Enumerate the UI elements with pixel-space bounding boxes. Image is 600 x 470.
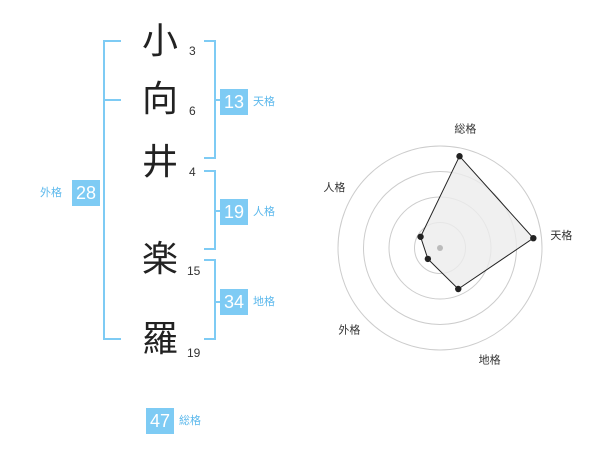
soukaku-score: 47 bbox=[146, 408, 174, 434]
radar-axis-label-3: 地格 bbox=[479, 352, 501, 366]
chikaku-label: 地格 bbox=[253, 295, 275, 308]
gaikaku-score: 28 bbox=[72, 180, 100, 206]
jinkaku-bracket-tick bbox=[214, 210, 222, 212]
jinkaku-label: 人格 bbox=[253, 205, 275, 218]
radar-point-3 bbox=[455, 285, 462, 293]
chikaku-score: 34 bbox=[220, 289, 248, 315]
stroke-count-2: 6 bbox=[189, 104, 196, 118]
tenkaku-score: 13 bbox=[220, 89, 248, 115]
radar-axis-label-4: 外格 bbox=[338, 323, 360, 337]
radar-axis-label-2: 天格 bbox=[550, 228, 572, 242]
radar-area bbox=[420, 155, 535, 290]
radar-point-5 bbox=[417, 233, 424, 240]
radar-point-2 bbox=[530, 234, 537, 242]
chikaku-bracket-tick bbox=[214, 301, 222, 303]
radar-ring-4 bbox=[337, 145, 543, 351]
radar-point-4 bbox=[424, 255, 432, 263]
name-char-1: 小 bbox=[141, 21, 178, 62]
chikaku-bracket bbox=[204, 259, 216, 340]
radar-center bbox=[437, 245, 443, 251]
tenkaku-bracket-tick bbox=[214, 99, 222, 101]
stroke-count-3: 4 bbox=[189, 165, 196, 179]
gaikaku-bracket bbox=[103, 40, 121, 340]
gaikaku-bracket-tick bbox=[103, 99, 121, 101]
name-char-5: 羅 bbox=[141, 319, 178, 360]
gaikaku-label: 外格 bbox=[40, 186, 62, 199]
tenkaku-label: 天格 bbox=[253, 95, 275, 108]
radar-point-1 bbox=[456, 153, 463, 160]
stroke-count-1: 3 bbox=[189, 44, 196, 58]
name-char-3: 井 bbox=[141, 142, 178, 183]
soukaku-label: 総格 bbox=[179, 414, 201, 427]
jinkaku-score: 19 bbox=[220, 199, 248, 225]
stroke-count-5: 19 bbox=[187, 346, 201, 360]
name-char-4: 楽 bbox=[141, 239, 178, 280]
name-char-2: 向 bbox=[141, 79, 178, 120]
stroke-count-4: 15 bbox=[187, 264, 201, 278]
radar-axis-label-1: 総格 bbox=[454, 122, 476, 136]
radar-axis-label-5: 人格 bbox=[323, 180, 345, 194]
